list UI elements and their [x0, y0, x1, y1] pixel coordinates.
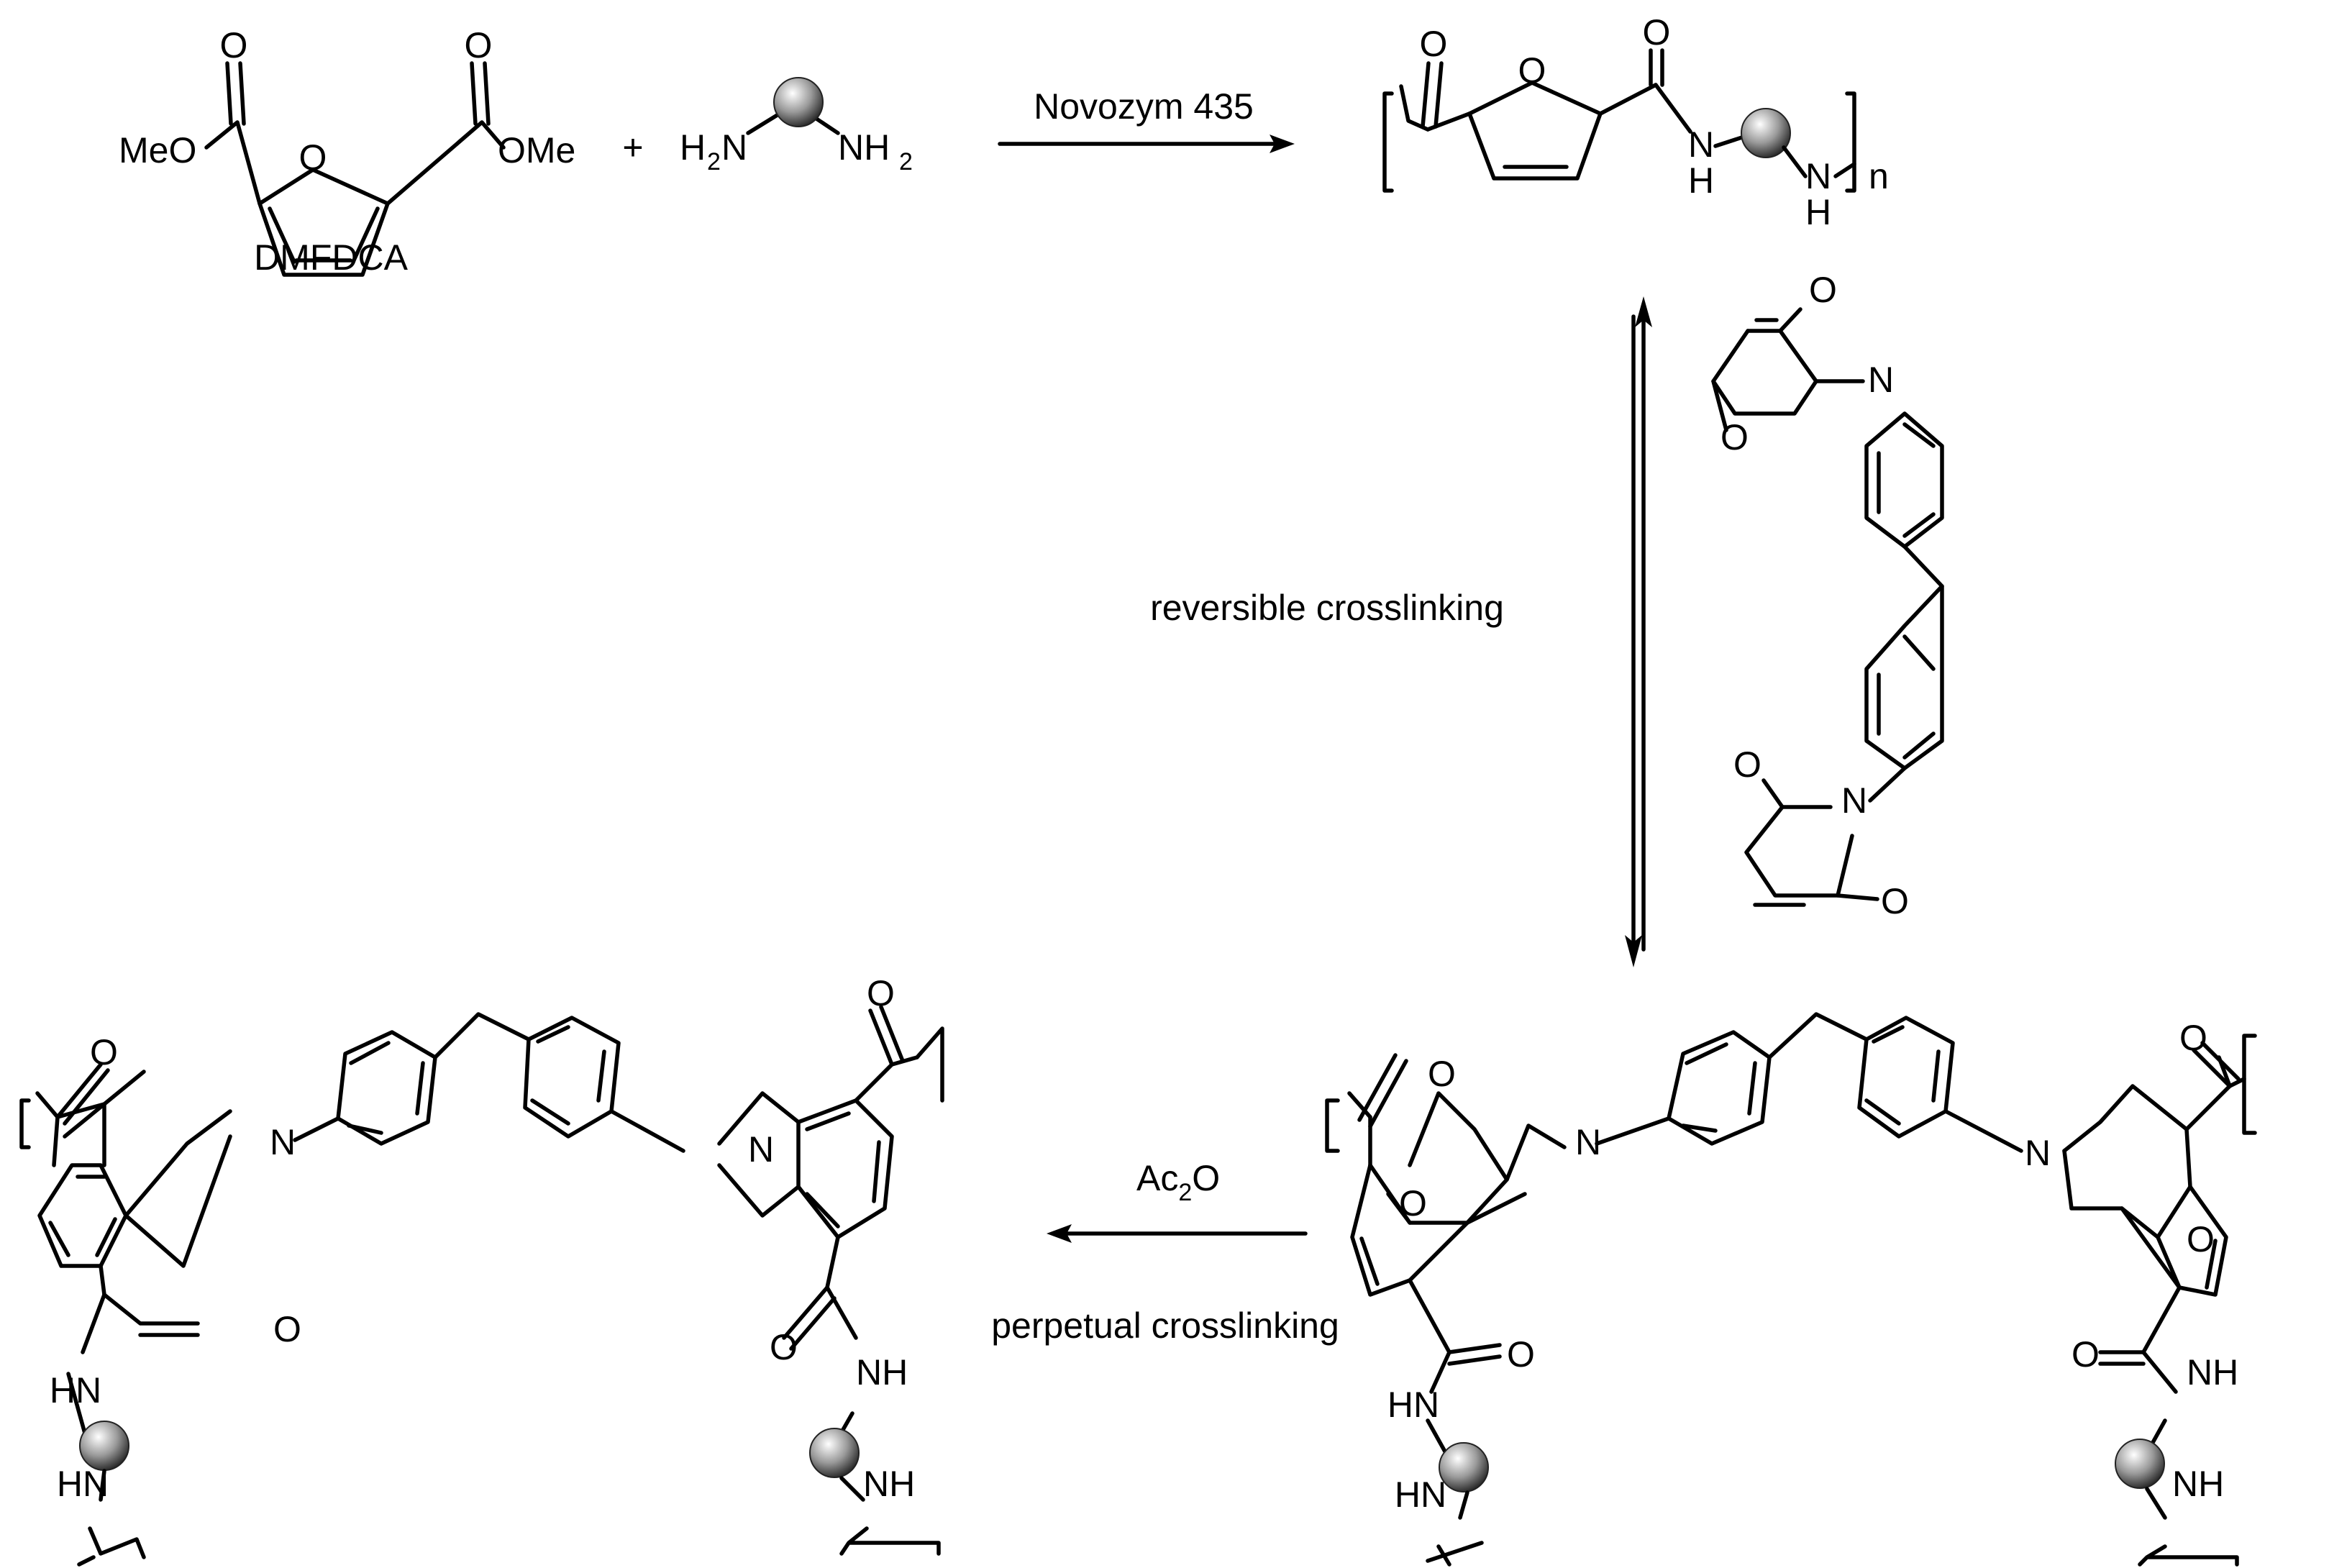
adduct-oxygen-label: O [2072, 1334, 2100, 1375]
perpetual-crosslinking-label: perpetual crosslinking [991, 1305, 1339, 1346]
amine-n-label: N [721, 127, 747, 168]
product-nh-label: NH [856, 1352, 908, 1392]
equilibrium-arrows: reversible crosslinking [1150, 296, 1652, 967]
step3-reagent-label: Ac2O [1136, 1158, 1220, 1206]
spacer-sphere [809, 1428, 860, 1478]
bridge-oxygen-label: O [1399, 1183, 1427, 1223]
imide-oxygen-label: O [1809, 270, 1837, 310]
carbonyl-oxygen-label: O [220, 25, 248, 65]
product-hn-label: HN [50, 1370, 101, 1410]
ring-oxygen-label: O [1518, 50, 1546, 91]
step1-arrow: Novozym 435 [998, 86, 1295, 153]
spacer-sphere [2115, 1439, 2165, 1489]
spacer-sphere [773, 77, 824, 127]
amide-n-label: N [1805, 156, 1831, 196]
diamine-structure: H 2 N NH 2 [680, 77, 913, 176]
amine-subscript: 2 [707, 148, 721, 176]
carbonyl-oxygen-label: O [1420, 24, 1448, 64]
isoindoline-n-label: N [748, 1129, 774, 1170]
product-oxygen-label: O [273, 1309, 301, 1349]
ring-oxygen-label: O [299, 137, 327, 178]
product-nh-label: NH [863, 1464, 915, 1504]
imide-n-label: N [1868, 360, 1894, 400]
adduct-hn-label: HN [1395, 1474, 1446, 1515]
adduct-n-label: N [2025, 1133, 2051, 1173]
bismaleimide-structure: N O O N O O [1711, 270, 1944, 921]
polyamide-structure: O O O N H N H n [1382, 12, 1889, 232]
amine-nh-label: NH [838, 127, 890, 168]
amide-h-label: H [1805, 192, 1831, 232]
dmfdca-structure: O O O MeO OMe DMFDCA [119, 25, 575, 278]
reversible-crosslinking-label: reversible crosslinking [1150, 588, 1504, 628]
adduct-oxygen-label: O [1428, 1054, 1456, 1094]
carbonyl-oxygen-label: O [1643, 12, 1671, 53]
amine-subscript: 2 [899, 148, 913, 176]
adduct-hn-label: HN [1387, 1385, 1439, 1425]
imide-oxygen-label: O [1720, 417, 1749, 457]
dmfdca-label: DMFDCA [254, 237, 409, 278]
repeat-unit-n-label: n [1869, 156, 1889, 196]
adduct-nh-label: NH [2172, 1464, 2224, 1504]
spacer-sphere [1741, 108, 1791, 158]
step3-arrow: Ac2O perpetual crosslinking [991, 1158, 1339, 1346]
ome-label: OMe [498, 130, 575, 170]
bridge-oxygen-label: O [2187, 1219, 2215, 1259]
amide-h-label: H [1688, 160, 1714, 201]
product-oxygen-label: O [90, 1032, 118, 1072]
product-oxygen-label: O [770, 1327, 798, 1367]
step1-reagent-label: Novozym 435 [1034, 86, 1254, 127]
product-oxygen-label: O [867, 973, 895, 1013]
amine-h-label: H [680, 127, 706, 168]
isoindoline-n-label: N [270, 1122, 296, 1162]
adduct-oxygen-label: O [2179, 1018, 2207, 1058]
imide-oxygen-label: O [1733, 744, 1761, 785]
plus-sign: + [622, 127, 643, 168]
product-hn-label: HN [57, 1464, 109, 1504]
adduct-oxygen-label: O [1507, 1334, 1535, 1375]
imide-oxygen-label: O [1881, 881, 1909, 921]
amide-n-label: N [1688, 124, 1714, 165]
aromatized-product-structure: O N O HN HN N O O NH NH [19, 973, 944, 1567]
carbonyl-oxygen-label: O [465, 25, 493, 65]
diels-alder-adduct-structure: O O N O HN HN N O O O NH NH [1325, 1012, 2257, 1567]
imide-n-label: N [1841, 780, 1867, 821]
meo-label: MeO [119, 130, 196, 170]
spacer-sphere [79, 1421, 129, 1471]
spacer-sphere [1439, 1442, 1489, 1492]
adduct-nh-label: NH [2187, 1352, 2238, 1392]
